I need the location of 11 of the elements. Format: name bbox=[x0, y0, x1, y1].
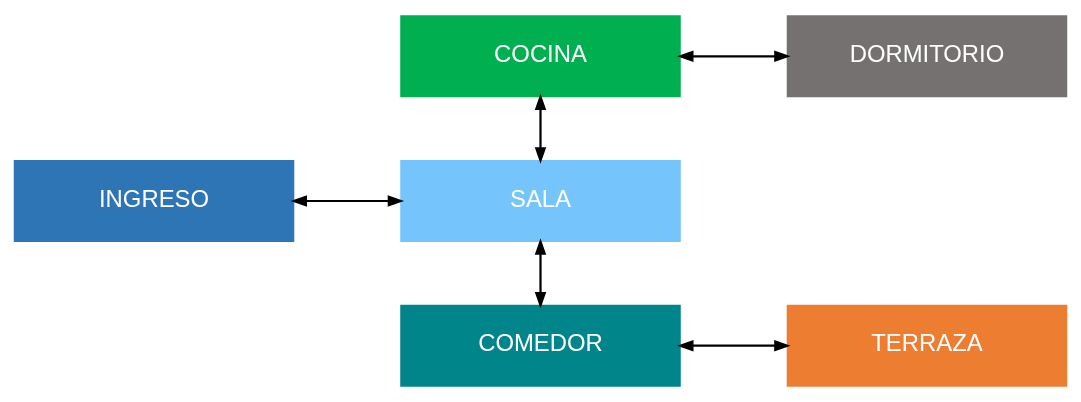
arrow bbox=[534, 238, 547, 309]
arrow bbox=[677, 50, 791, 62]
node-box: COMEDOR bbox=[400, 304, 681, 387]
node-box: DORMITORIO bbox=[786, 15, 1068, 98]
node-box: SALA bbox=[400, 159, 681, 243]
node-box: TERRAZA bbox=[786, 304, 1068, 387]
node-box: INGRESO bbox=[13, 159, 295, 243]
arrow bbox=[677, 340, 791, 352]
arrow bbox=[290, 195, 405, 207]
arrow bbox=[534, 93, 547, 164]
node-box: COCINA bbox=[400, 15, 681, 98]
